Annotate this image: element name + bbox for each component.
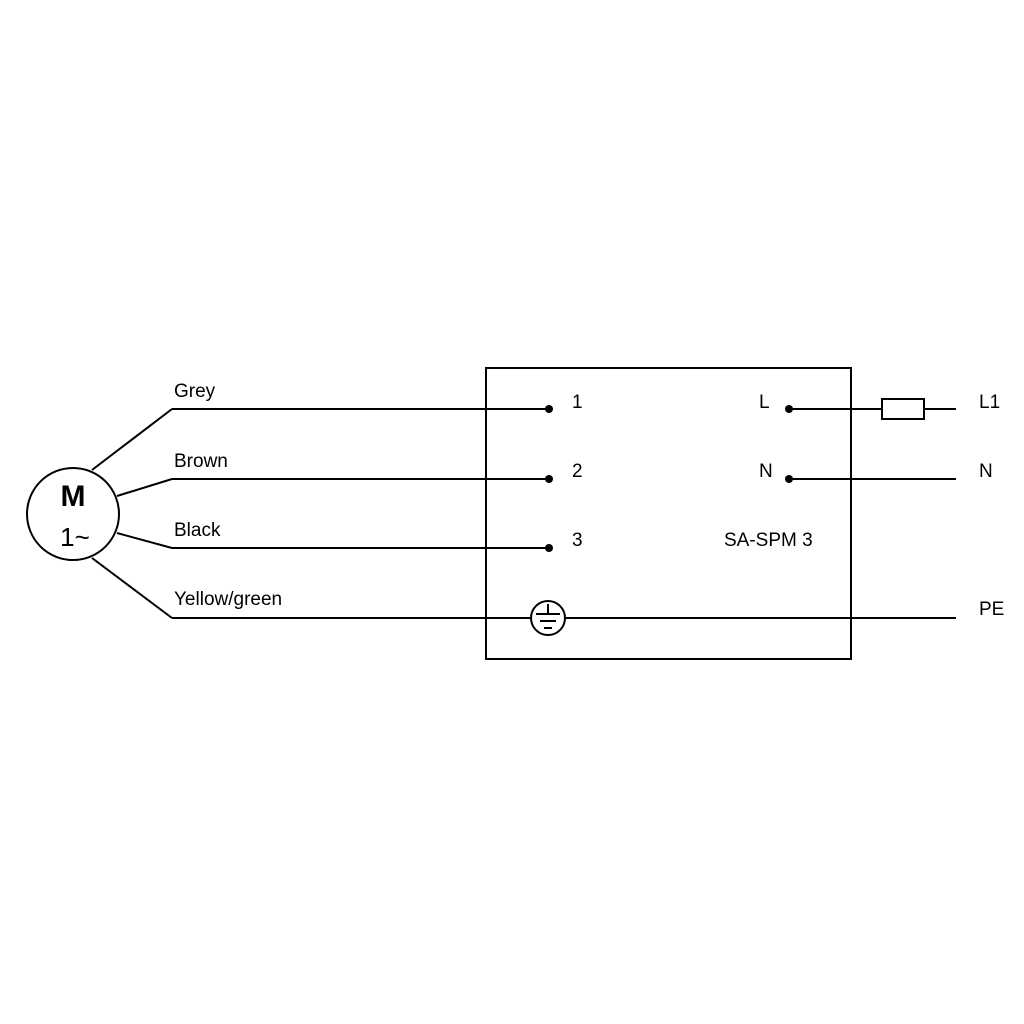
earth-icon	[530, 600, 566, 636]
supply-pe-label: PE	[979, 599, 1004, 620]
yellow-green-lead	[91, 557, 173, 619]
module-name: SA-SPM 3	[724, 530, 813, 551]
supply-n-label: N	[979, 461, 993, 482]
motor-label: M	[61, 480, 86, 513]
yellow-green-wire-label: Yellow/green	[174, 589, 282, 610]
terminal-l-label: L	[759, 392, 770, 413]
module-box	[485, 367, 852, 660]
terminal-3-label: 3	[572, 530, 583, 551]
brown-wire-label: Brown	[174, 451, 228, 472]
grey-lead	[91, 408, 173, 471]
terminal-2-label: 2	[572, 461, 583, 482]
motor-phase-label: 1~	[60, 522, 90, 552]
motor: M 1~	[26, 467, 120, 561]
terminal-n-label: N	[759, 461, 773, 482]
black-wire-label: Black	[174, 520, 221, 541]
terminal-1-label: 1	[572, 392, 583, 413]
brown-lead	[116, 478, 173, 497]
grey-wire-label: Grey	[174, 381, 216, 402]
terminal-2-dot	[545, 475, 553, 483]
terminal-1-dot	[545, 405, 553, 413]
fuse-icon	[881, 398, 925, 420]
black-lead	[116, 532, 173, 549]
supply-l1-label: L1	[979, 392, 1000, 413]
motor-symbol	[26, 467, 120, 561]
terminal-3-dot	[545, 544, 553, 552]
